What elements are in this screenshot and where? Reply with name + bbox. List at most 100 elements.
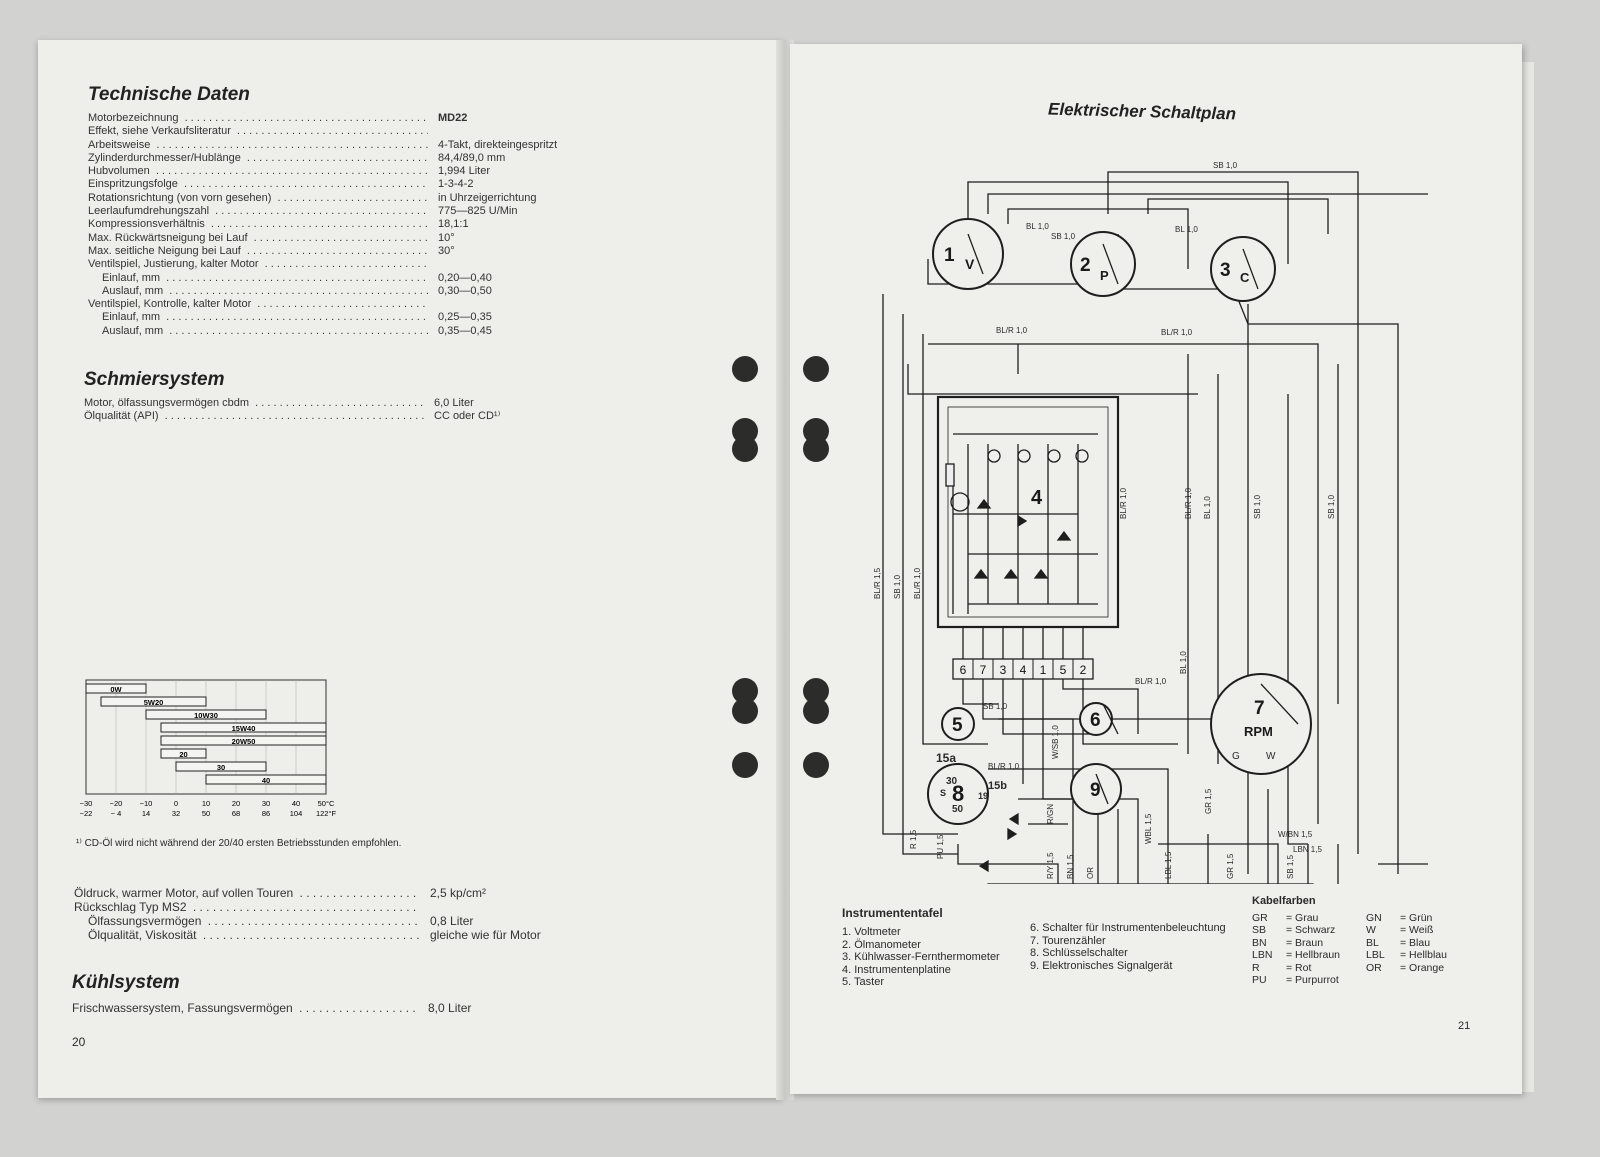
dot-leader: . . . . . . . . . . . . . . . . . . . . … [236, 125, 428, 138]
spec-row: Einlauf, mm . . . . . . . . . . . . . . … [88, 271, 557, 285]
spec-value: 30° [438, 244, 455, 257]
spec-label: Arbeitsweise [88, 138, 154, 151]
tick-label-celsius: 40 [292, 799, 300, 808]
heading-schaltplan: Elektrischer Schaltplan [1047, 99, 1237, 124]
spec-value: 18,1:1 [438, 218, 469, 231]
spec-row: Kompressionsverhältnis . . . . . . . . .… [88, 218, 557, 231]
wiring-diagram: 1 V 2 P 3 C 4 5 6 7 RPM 8 9 BL 1,0 SB 1,… [873, 161, 1428, 884]
viscosity-bar [85, 683, 147, 694]
cable-color-cell: = Blau [1400, 936, 1431, 949]
terminal-19: 19 [978, 791, 988, 801]
signal-9-number: 9 [1090, 780, 1101, 801]
wire-label: R/GN [1046, 804, 1055, 824]
spec-label: Ventilspiel, Justierung, kalter Motor [88, 258, 262, 271]
binder-hole [732, 698, 758, 724]
spec-label: Einlauf, mm [102, 271, 164, 284]
spec-row: Motor, ölfassungsvermögen cbdm . . . . .… [84, 397, 500, 410]
cable-color-cell: GN [1366, 912, 1382, 924]
gauge-7-label: RPM [1244, 724, 1273, 739]
viscosity-label: 40 [262, 776, 270, 785]
binder-hole [732, 752, 758, 778]
viscosity-label: 10W30 [194, 711, 218, 720]
oil-specs-list: Öldruck, warmer Motor, auf vollen Touren… [74, 886, 541, 942]
terminal-s: S [940, 788, 946, 798]
book-spine [776, 40, 794, 1100]
instrument-item: 6. Schalter für Instrumentenbeleuchtung [1030, 922, 1226, 934]
spec-label: Rotationsrichtung (von vorn gesehen) [88, 191, 275, 204]
dot-leader: . . . . . . . . . . . . . . . . . . . . … [169, 324, 428, 337]
wire-label: WBL 1,5 [1144, 813, 1153, 844]
switch-6-number: 6 [1090, 710, 1101, 731]
spec-value: 2,5 kp/cm² [430, 886, 487, 900]
cable-color-cell: = Schwarz [1286, 924, 1336, 937]
wire-label: BN 1,5 [1066, 854, 1075, 879]
spec-row: Arbeitsweise . . . . . . . . . . . . . .… [88, 138, 557, 152]
cable-color-cell: SB [1252, 924, 1267, 937]
dot-leader: . . . . . . . . . . . . . . . . . . . . … [192, 900, 420, 914]
spec-value: 0,25—0,35 [438, 311, 492, 324]
wire-label: BL 1,0 [1175, 225, 1198, 234]
wire-label: R/Y 1,5 [1046, 852, 1055, 879]
heading-kuehlsystem: Kühlsystem [72, 972, 180, 993]
cable-colors-title: Kabelfarben [1252, 895, 1316, 907]
dot-leader: . . . . . . . . . . . . . . . . . . . . … [166, 311, 428, 324]
footnote: ¹⁾ CD-Öl wird nicht während der 20/40 er… [76, 838, 402, 849]
binder-hole [803, 698, 829, 724]
instrument-item: 5. Taster [842, 976, 884, 989]
spec-row: Auslauf, mm . . . . . . . . . . . . . . … [88, 284, 557, 298]
spec-value: 0,8 Liter [430, 914, 474, 928]
wire-label: SB 1,0 [893, 574, 902, 599]
spec-label: Max. Rückwärtsneigung bei Lauf [88, 231, 251, 244]
cable-color-cell: BN [1252, 936, 1267, 949]
viscosity-bar [145, 709, 267, 720]
spec-row: Zylinderdurchmesser/Hublänge . . . . . .… [88, 151, 557, 165]
tech-specs-list: Motorbezeichnung . . . . . . . . . . . .… [88, 112, 557, 338]
left-page: Technische Daten Motorbezeichnung . . . … [38, 40, 783, 1098]
tick-label-celsius: −20 [110, 799, 123, 808]
wire-label: BL/R 1,0 [996, 326, 1028, 335]
cable-color-cell [1400, 974, 1490, 986]
cable-color-cell: R [1252, 961, 1260, 974]
tick-label-fahrenheit: −22 [80, 809, 93, 818]
tick-label-celsius: 20 [232, 799, 240, 808]
spec-label: Ventilspiel, Kontrolle, kalter Motor [88, 298, 255, 311]
wire-label: GR 1,5 [1204, 788, 1213, 814]
cable-color-cell: LBL [1366, 949, 1385, 962]
dot-leader: . . . . . . . . . . . . . . . . . . . . … [207, 914, 420, 928]
cable-color-cell: PU [1252, 974, 1267, 987]
spec-label: Einlauf, mm [102, 311, 164, 324]
spec-row: Ventilspiel, Justierung, kalter Motor . … [88, 258, 557, 271]
terminal-15b: 15b [988, 780, 1007, 792]
spec-row: Einspritzungsfolge . . . . . . . . . . .… [88, 178, 557, 191]
wire-label: W/BN 1,5 [1278, 830, 1313, 839]
spec-row: Motorbezeichnung . . . . . . . . . . . .… [88, 112, 557, 125]
gauge-3-letter: C [1240, 270, 1250, 285]
spec-label: Ölfassungsvermögen [88, 914, 205, 928]
instrument-panel-title: Instrumententafel [842, 906, 943, 920]
spec-row: Rückschlag Typ MS2 . . . . . . . . . . .… [74, 900, 541, 914]
wire-label: PU 1,5 [936, 834, 945, 859]
cable-color-cell: = Rot [1286, 961, 1312, 974]
wire-label: BL/R 1,0 [1161, 328, 1193, 337]
wire-label: BL 1,0 [1203, 496, 1212, 519]
cable-color-cell: = Braun [1286, 936, 1324, 949]
spec-value [428, 125, 438, 138]
viscosity-label: 20 [179, 750, 187, 759]
heading-schmiersystem: Schmiersystem [84, 369, 225, 390]
cable-color-cell [1366, 974, 1400, 986]
viscosity-label: 5W20 [144, 698, 164, 707]
spec-value: 1-3-4-2 [438, 178, 474, 191]
wire-label: SB 1,0 [1327, 494, 1336, 519]
viscosity-bar [175, 761, 267, 772]
spec-row: Frischwassersystem, Fassungsvermögen . .… [72, 1001, 471, 1015]
spec-label: Zylinderdurchmesser/Hublänge [88, 151, 244, 164]
tick-label-celsius: 10 [202, 799, 210, 808]
wire-label: BL 1,0 [1179, 651, 1188, 674]
cable-color-cell: = Purpurrot [1286, 974, 1339, 987]
dot-leader: . . . . . . . . . . . . . . . . . . . . … [202, 928, 420, 942]
spec-label: Ölqualität, Viskosität [88, 928, 200, 942]
spec-value [428, 298, 438, 311]
wire-label: OR [1086, 867, 1095, 879]
